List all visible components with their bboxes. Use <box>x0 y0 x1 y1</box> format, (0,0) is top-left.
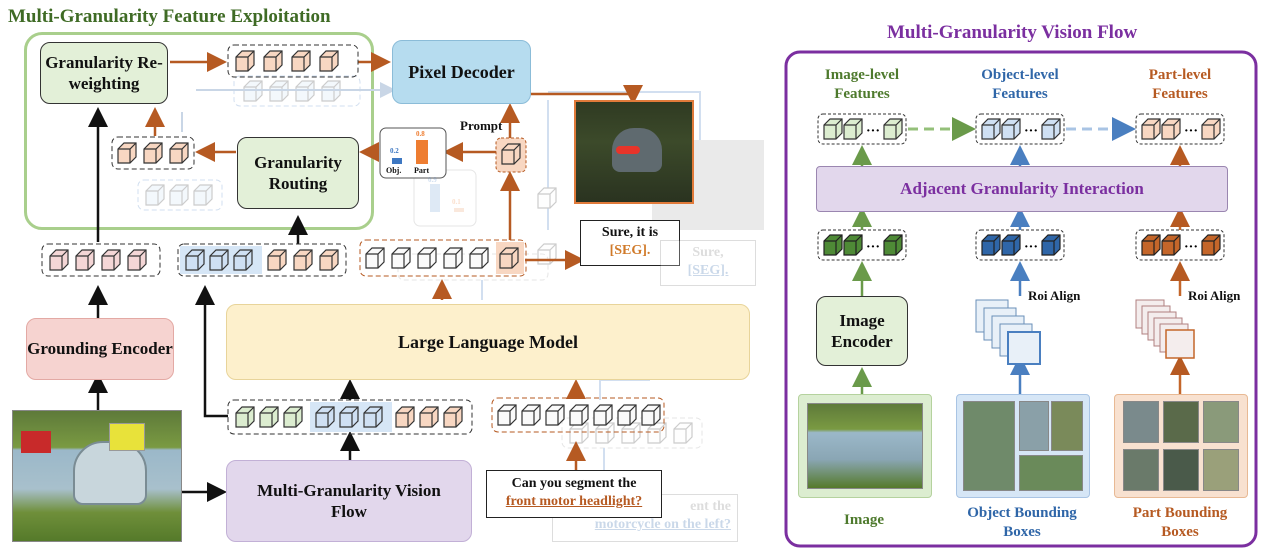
ghost-bar-part-value: 0.1 <box>452 198 461 206</box>
llm-box: Large Language Model <box>226 304 750 380</box>
answer-seg-token: [SEG]. <box>609 243 651 259</box>
svg-text:···: ··· <box>866 124 880 139</box>
object-roi-stack <box>975 299 1041 365</box>
ghost-question-target: motorcycle on the left? <box>594 517 731 533</box>
svg-text:···: ··· <box>1024 124 1038 139</box>
image-level-features-label: Image-level Features <box>824 67 900 102</box>
pixel-decoder-box: Pixel Decoder <box>392 40 531 104</box>
roi-align-object-label: Roi Align <box>1028 288 1081 303</box>
part-boxes-panel <box>1114 394 1248 498</box>
ghost-question-prefix: ent the <box>690 499 731 514</box>
ghost-bar-obj-value: 0.9 <box>428 176 437 184</box>
svg-text:···: ··· <box>1184 240 1198 255</box>
question-bubble: Can you segment the front motor headligh… <box>486 470 662 518</box>
caption-image: Image <box>844 512 884 528</box>
segmentation-output <box>574 100 694 204</box>
caption-part-boxes: Part Bounding Boxes <box>1132 505 1228 540</box>
part-roi-stack <box>1135 299 1195 359</box>
svg-text:···: ··· <box>1184 124 1198 139</box>
feature-exploitation-frame <box>24 32 374 230</box>
object-boxes-panel <box>956 394 1090 498</box>
right-title: Multi-Granularity Vision Flow <box>887 22 1138 43</box>
svg-text:···: ··· <box>866 240 880 255</box>
ghost-answer-bubble: Sure, [SEG]. <box>660 240 756 286</box>
caption-object-boxes: Object Bounding Boxes <box>967 505 1077 540</box>
roi-align-part-label: Roi Align <box>1188 288 1241 303</box>
image-panel <box>798 394 932 498</box>
ghost-answer-seg: [SEG]. <box>687 263 729 279</box>
bar-part-label: Part <box>414 166 430 175</box>
bar-part-value: 0.8 <box>416 130 425 138</box>
mg-vision-flow-box: Multi-Granularity Vision Flow <box>226 460 472 542</box>
bar-obj-value: 0.2 <box>390 147 399 155</box>
bar-obj-label: Obj. <box>386 166 402 175</box>
answer-prefix: Sure, it is <box>601 225 659 240</box>
object-level-features-label: Object-level Features <box>981 67 1059 102</box>
left-title: Multi-Granularity Feature Exploitation <box>8 6 331 27</box>
svg-text:···: ··· <box>1024 240 1038 255</box>
answer-bubble: Sure, it is [SEG]. <box>580 220 680 266</box>
image-encoder-box: Image Encoder <box>816 296 908 366</box>
input-image <box>12 410 182 542</box>
granularity-reweighting-box: Granularity Re-weighting <box>40 42 168 104</box>
grounding-encoder-box: Grounding Encoder <box>26 318 174 380</box>
prompt-label: Prompt <box>460 118 503 133</box>
granularity-routing-box: Granularity Routing <box>237 137 359 209</box>
question-prefix: Can you segment the <box>511 476 637 491</box>
part-level-features-label: Part-level Features <box>1148 67 1212 102</box>
ghost-answer-prefix: Sure, <box>692 245 724 260</box>
adjacent-interaction-box: Adjacent Granularity Interaction <box>816 166 1228 212</box>
question-target: front motor headlight? <box>505 494 643 510</box>
